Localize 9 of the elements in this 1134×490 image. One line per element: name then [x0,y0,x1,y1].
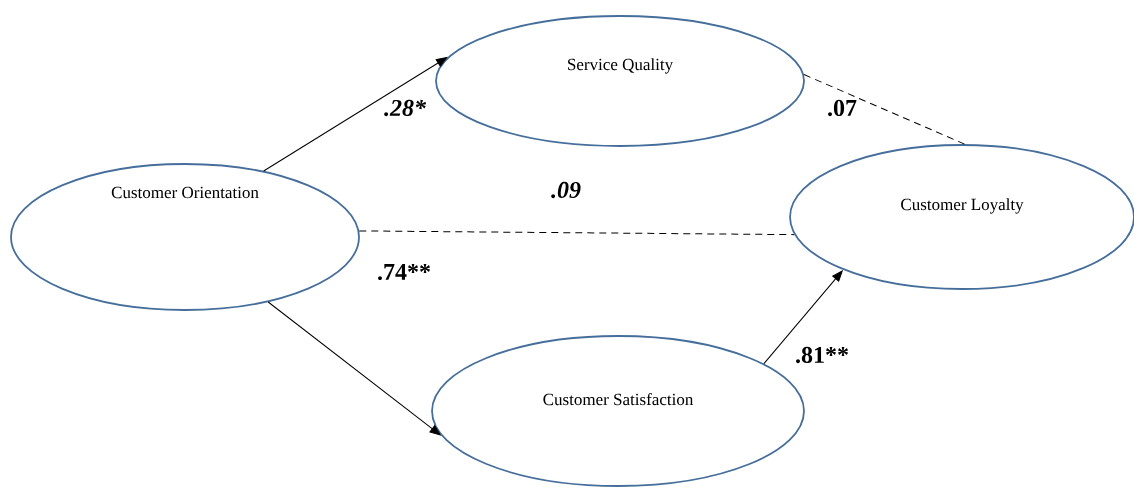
arrow [263,57,448,172]
ellipse-node: Customer Orientation [10,163,360,311]
ellipse-node: Service Quality [435,15,805,147]
edge-label: .07 [826,98,858,118]
arrow [763,270,843,365]
edge-label: .28* [383,98,427,118]
edge-label: .74** [376,262,432,282]
arrow [267,301,441,436]
edge-label: .09 [550,180,582,200]
